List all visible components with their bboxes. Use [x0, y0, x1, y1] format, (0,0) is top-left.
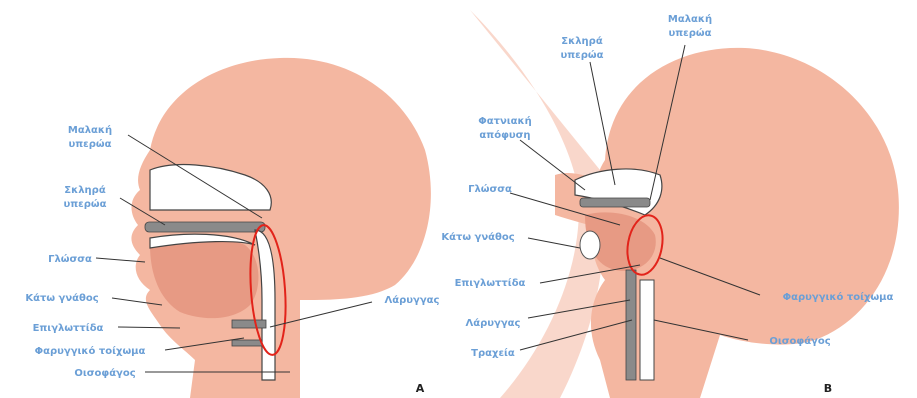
label-a-hard-palate-2: υπερώα: [64, 198, 107, 210]
label-a-soft-palate-1: Μαλακή: [68, 124, 112, 136]
leader-b-mandible: [528, 238, 580, 248]
label-a-mandible: Κάτω γνάθος: [25, 292, 98, 304]
label-b-mandible: Κάτω γνάθος: [441, 231, 514, 243]
infant-mandible-shape: [580, 231, 600, 259]
label-b-epiglottis: Επιγλωττίδα: [455, 277, 526, 289]
label-a-esophagus: Οισοφάγος: [74, 367, 135, 379]
panel-b-tag: B: [824, 382, 832, 395]
adult-esophagus-shape: [232, 340, 262, 346]
infant-hard-palate: [580, 198, 650, 207]
label-b-tongue: Γλώσσα: [468, 183, 512, 195]
label-b-alveolar-1: Φατνιακή: [478, 115, 532, 127]
label-a-larynx: Λάρυγγας: [385, 294, 440, 306]
label-b-larynx: Λάρυγγας: [466, 317, 521, 329]
label-a-hard-palate-1: Σκληρά: [64, 184, 106, 196]
label-b-trachea: Τραχεία: [471, 347, 515, 359]
label-b-hard-palate-1: Σκληρά: [561, 35, 603, 47]
infant-trachea: [626, 270, 636, 380]
label-a-pharyngeal-wall: Φαρυγγικό τοίχωμα: [35, 345, 146, 357]
label-a-epiglottis: Επιγλωττίδα: [33, 322, 104, 334]
infant-esophagus: [640, 280, 654, 380]
label-b-hard-palate-2: υπερώα: [561, 49, 604, 61]
label-b-pharyngeal-wall: Φαρυγγικό τοίχωμα: [783, 291, 894, 303]
label-b-alveolar-2: απόφυση: [479, 129, 530, 141]
label-b-esophagus: Οισοφάγος: [769, 335, 830, 347]
label-b-soft-palate-2: υπερώα: [669, 27, 712, 39]
label-b-soft-palate-1: Μαλακή: [668, 13, 712, 25]
label-a-tongue: Γλώσσα: [48, 253, 92, 265]
panel-b: Σκληρά υπερώα Μαλακή υπερώα Φατνιακή από…: [441, 10, 899, 398]
label-a-soft-palate-2: υπερώα: [69, 138, 112, 150]
panel-a: Μαλακή υπερώα Σκληρά υπερώα Γλώσσα Κάτω …: [25, 58, 439, 398]
panel-a-tag: A: [416, 382, 425, 395]
adult-larynx-shape: [232, 320, 266, 328]
